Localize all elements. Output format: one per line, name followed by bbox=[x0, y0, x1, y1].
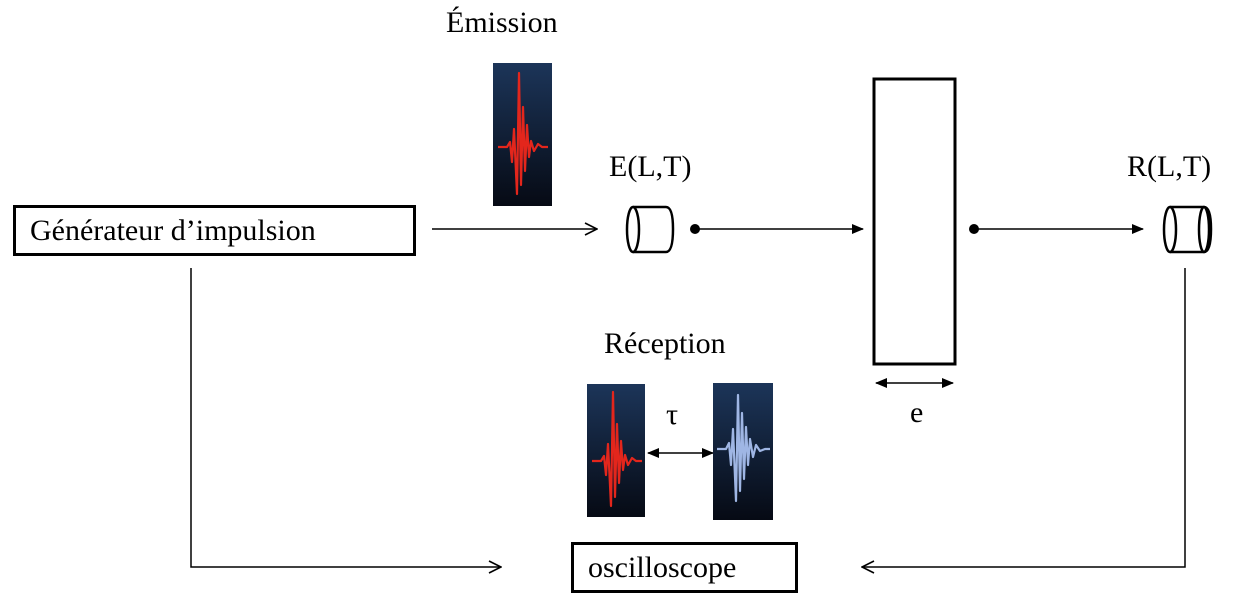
receiver-label: R(L,T) bbox=[1127, 150, 1212, 183]
emitted-signal-icon bbox=[493, 63, 552, 206]
received-transmitted-signal-icon bbox=[713, 383, 773, 520]
wire-generator-to-oscilloscope bbox=[190, 268, 501, 567]
sample-plate bbox=[872, 77, 957, 366]
emission-label: Émission bbox=[446, 6, 558, 39]
emitter-label: E(L,T) bbox=[609, 150, 692, 183]
pulse-generator-box: Générateur d’impulsion bbox=[13, 205, 416, 256]
beam-sample-to-receiver bbox=[969, 224, 1144, 234]
receiver-transducer-icon bbox=[1162, 205, 1213, 254]
pulse-generator-label: Générateur d’impulsion bbox=[30, 213, 316, 247]
beam-emitter-to-sample bbox=[690, 224, 864, 234]
wire-receiver-to-oscilloscope bbox=[862, 268, 1186, 567]
reception-label: Réception bbox=[604, 327, 726, 360]
oscilloscope-box: oscilloscope bbox=[571, 542, 798, 593]
received-emitted-signal-icon bbox=[587, 384, 645, 517]
thickness-label: e bbox=[910, 396, 924, 429]
oscilloscope-label: oscilloscope bbox=[588, 550, 737, 584]
delay-label: τ bbox=[666, 398, 679, 431]
emitter-transducer-icon bbox=[625, 205, 675, 254]
